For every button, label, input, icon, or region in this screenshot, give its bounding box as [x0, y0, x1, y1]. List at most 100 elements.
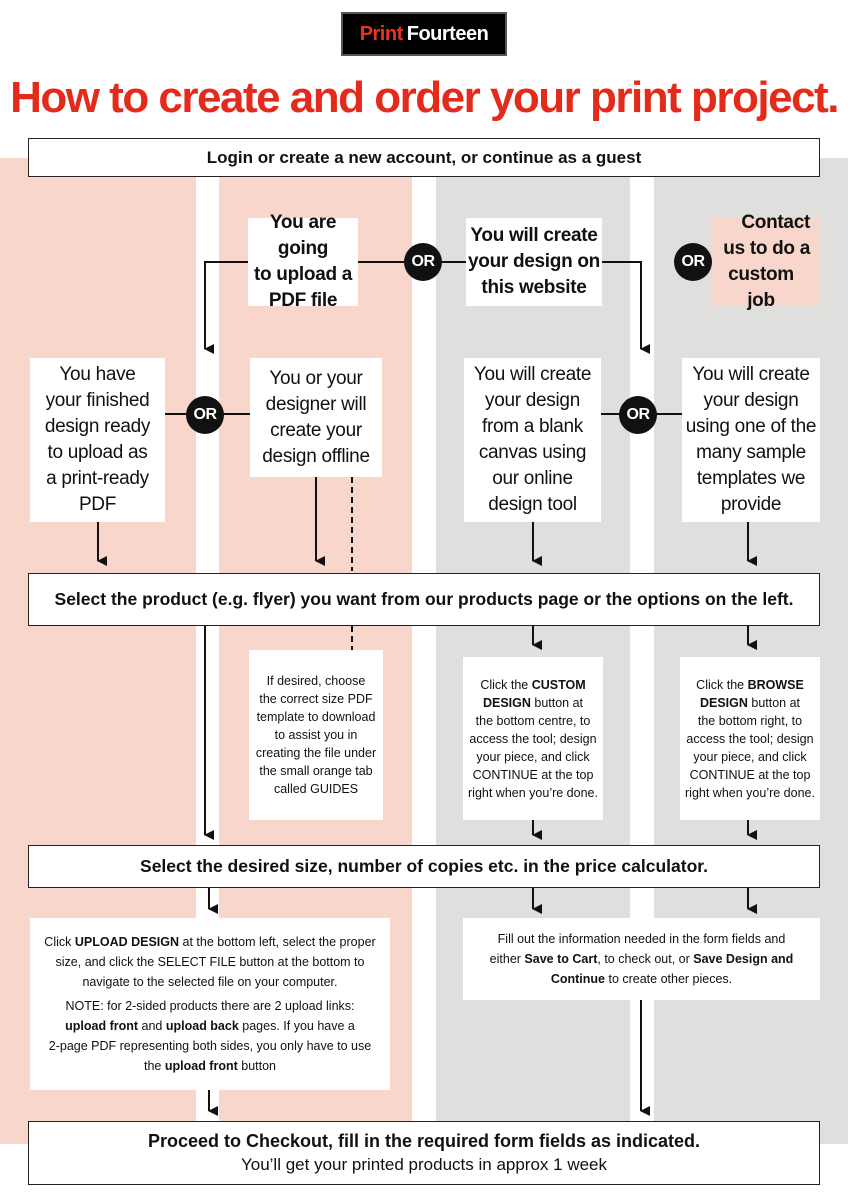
upload-text: Click [44, 935, 75, 949]
sub-finished-line: PDF [78, 494, 117, 515]
note-custom-line: right when you’re done. [468, 785, 598, 800]
note-custom-text: Click the [480, 677, 532, 692]
fill-text: , to check out, or [597, 952, 694, 966]
upload-text: and [138, 1019, 166, 1033]
note-custom-line: access the tool; design [469, 731, 597, 746]
continue-label: Continue [550, 972, 605, 986]
page-title: How to create and order your print proje… [10, 73, 839, 122]
note-custom-line: CONTINUE at the top [472, 767, 594, 782]
sub-blank-canvas: You will create your design from a blank… [464, 358, 601, 522]
browse-label: BROWSE [747, 677, 804, 692]
option-create-on-website: You will create your design on this webs… [466, 218, 602, 306]
sub-blank-line: canvas using [478, 442, 587, 463]
note-browse-design: Click the BROWSE DESIGN button at the bo… [680, 657, 820, 820]
upload-line: 2-page PDF representing both sides, you … [48, 1039, 372, 1053]
save-to-cart-label: Save to Cart [524, 952, 598, 966]
sub-blank-line: our online [492, 468, 573, 489]
note-custom-line: DESIGN button at [483, 694, 583, 712]
option-upload-line: PDF file [268, 290, 338, 311]
step-checkout-subtitle: You’ll get your printed products in appr… [240, 1155, 608, 1174]
fill-line: Continue to create other pieces. [551, 969, 732, 989]
note-guides-line: creating the file under [255, 746, 377, 760]
upload-line: Click UPLOAD DESIGN at the bottom left, … [44, 932, 375, 952]
note-browse-line: CONTINUE at the top [689, 767, 811, 782]
step-select-size-bar: Select the desired size, number of copie… [28, 845, 820, 888]
note-browse-text: button at [747, 695, 801, 710]
note-guides-line: template to download [256, 710, 376, 724]
sub-template-line: many sample [696, 442, 806, 463]
design-label: DESIGN [699, 695, 748, 710]
sub-finished-design: You have your finished design ready to u… [30, 358, 165, 522]
upload-line: upload front and upload back pages. If y… [65, 1016, 355, 1036]
option-contact-line: Contact [741, 212, 810, 233]
option-create-line: your design on [468, 251, 600, 272]
upload-text: at the bottom left, select the proper [179, 935, 376, 949]
step-checkout-bar: Proceed to Checkout, fill in the require… [28, 1121, 820, 1185]
sub-blank-line: You will create [473, 364, 592, 385]
sub-blank-line: your design [485, 390, 580, 411]
note-custom-line: the bottom centre, to [475, 713, 591, 728]
upload-front-label: upload front [164, 1059, 238, 1073]
note-browse-line: right when you’re done. [685, 785, 815, 800]
note-custom-text: button at [530, 695, 584, 710]
or-badge-label: OR [193, 406, 218, 423]
note-custom-line: Click the CUSTOM [480, 676, 585, 694]
sub-template-line: templates we [696, 468, 806, 489]
upload-design-label: UPLOAD DESIGN [74, 935, 180, 949]
fill-line: either Save to Cart, to check out, or Sa… [490, 949, 794, 969]
sub-template-line: You will create [692, 364, 810, 385]
sub-blank-line: design tool [488, 494, 577, 515]
upload-line: NOTE: for 2-sided products there are 2 u… [65, 999, 355, 1013]
sub-sample-template: You will create your design using one of… [682, 358, 820, 522]
sub-design-offline: You or your designer will create your de… [250, 358, 382, 477]
save-design-label: Save Design and [693, 952, 794, 966]
option-contact-line: us to do a [723, 238, 810, 259]
option-create-line: this website [481, 277, 587, 298]
connector-upload-split [204, 261, 248, 354]
custom-label: CUSTOM [531, 677, 586, 692]
sub-offline-line: design offline [262, 445, 370, 467]
option-upload-line: to upload a [253, 264, 353, 285]
sub-template-line: using one of the [685, 416, 817, 437]
note-custom-line: your piece, and click [476, 749, 590, 764]
or-badge-label: OR [681, 253, 706, 270]
step-select-product-text: Select the product (e.g. flyer) you want… [54, 589, 794, 609]
note-browse-line: your piece, and click [693, 749, 807, 764]
option-upload-pdf: You are going to upload a PDF file [248, 212, 358, 311]
connector-create-split [602, 261, 650, 354]
note-browse-line: the bottom right, to [697, 713, 803, 728]
note-guides-template: If desired, choose the correct size PDF … [249, 650, 383, 820]
upload-line: size, and click the SELECT FILE button a… [55, 955, 365, 969]
brand-logo-part2: Fourteen [406, 22, 489, 45]
option-contact-line: custom job [728, 264, 794, 311]
upload-line: the upload front button [144, 1056, 276, 1076]
sub-finished-line: to upload as [47, 442, 148, 463]
option-upload-line: You are going [269, 212, 337, 259]
sub-offline-line: You or your [269, 367, 363, 389]
or-badge: OR [404, 243, 442, 281]
note-guides-line: the correct size PDF [259, 692, 373, 706]
or-badge: OR [186, 396, 224, 434]
upload-text: button [237, 1059, 276, 1073]
upload-text: pages. If you have a [238, 1019, 355, 1033]
sub-finished-line: a print-ready [46, 468, 149, 489]
note-guides-line: the small orange tab [259, 764, 373, 778]
or-badge-label: OR [411, 253, 436, 270]
sub-offline-line: create your [270, 419, 362, 441]
fill-text: either [489, 952, 525, 966]
sub-offline-line: designer will [265, 393, 367, 415]
upload-back-label: upload back [165, 1019, 239, 1033]
option-create-line: You will create [470, 225, 598, 246]
or-badge: OR [674, 243, 712, 281]
note-browse-line: access the tool; design [686, 731, 814, 746]
step-select-size-text: Select the desired size, number of copie… [140, 856, 708, 876]
fill-text: to create other pieces. [605, 972, 733, 986]
upload-line: navigate to the selected file on your co… [82, 975, 338, 989]
sub-finished-line: design ready [44, 416, 151, 437]
sub-finished-line: You have [59, 364, 136, 385]
sub-template-line: your design [703, 390, 799, 411]
note-guides-line: to assist you in [274, 728, 358, 742]
fill-line: Fill out the information needed in the f… [497, 932, 786, 946]
